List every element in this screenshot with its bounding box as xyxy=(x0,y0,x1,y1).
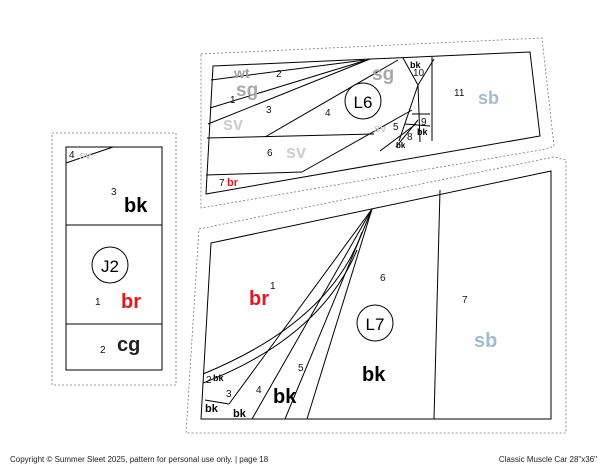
piece-number: 4 xyxy=(69,150,75,161)
piece-number: 6 xyxy=(267,148,273,159)
color-code-label: br xyxy=(249,288,269,310)
piece-number: 1 xyxy=(95,297,101,308)
color-code-label: sb xyxy=(474,330,497,352)
color-code-label: cg xyxy=(117,334,140,356)
section-label-circle xyxy=(344,82,382,120)
section-label: J2 xyxy=(101,257,119,276)
section-j2: 4 sv 3 bk J2 1 br 2 cg xyxy=(51,132,177,386)
seam-line xyxy=(204,399,230,405)
section-l6: wt 2 sg 1 3 sv 4 sg L6 bk 10 11 sb sv 5 … xyxy=(200,37,555,209)
section-l7: 1 br 6 7 sb L7 bk 5 bk 4 bk 3 bk 2 bk xyxy=(185,156,567,434)
l6-outline xyxy=(205,51,541,195)
seam-line xyxy=(417,58,435,86)
piece-number: 2 xyxy=(276,69,282,80)
seam-allowance-outline xyxy=(200,37,555,209)
section-label: L6 xyxy=(354,93,373,112)
color-code-label: bk xyxy=(273,386,297,408)
color-code-label: br xyxy=(121,291,141,313)
seam-line xyxy=(264,59,399,138)
seam-line xyxy=(301,109,413,173)
piece-number: 11 xyxy=(454,88,465,99)
section-label-circle xyxy=(91,246,129,284)
section-label-circle xyxy=(356,304,394,342)
color-code-label: br xyxy=(227,177,239,189)
section-label: L7 xyxy=(366,315,385,334)
seam-line xyxy=(306,208,373,420)
seam-line xyxy=(433,189,441,420)
color-code-label: sv xyxy=(79,150,92,162)
piece-number: 3 xyxy=(266,105,272,116)
color-code-label: wt xyxy=(233,65,250,81)
seam-allowance-outline xyxy=(185,156,567,434)
seam-line xyxy=(398,84,419,142)
seam-line xyxy=(206,133,375,139)
seam-line xyxy=(395,119,419,148)
color-code-label: sv xyxy=(286,142,306,162)
color-code-label: bk xyxy=(205,403,219,415)
seam-line xyxy=(202,249,358,384)
piece-number: 5 xyxy=(393,122,399,133)
seam-line xyxy=(209,59,368,109)
color-code-label: sg xyxy=(236,80,258,101)
piece-number: 3 xyxy=(111,187,117,198)
seam-allowance-outline xyxy=(51,132,177,386)
piece-number: 1 xyxy=(270,281,276,292)
color-code-label: bk xyxy=(410,60,421,70)
piece-number: 9 xyxy=(421,117,427,128)
piece-number: 2 xyxy=(100,345,106,356)
piece-number: 8 xyxy=(407,132,413,143)
seam-line xyxy=(404,123,431,127)
color-code-label: sv xyxy=(374,123,387,135)
piece-number: 4 xyxy=(256,385,262,396)
color-code-label: bk xyxy=(233,408,247,420)
color-code-label: bk xyxy=(417,127,428,137)
piece-number: 3 xyxy=(226,389,232,400)
seam-line xyxy=(202,231,363,375)
seam-line xyxy=(402,57,419,86)
l7-outline xyxy=(200,170,552,420)
color-code-label: bk xyxy=(124,195,148,217)
piece-number: 7 xyxy=(219,178,225,189)
seam-line xyxy=(251,208,373,420)
piece-number: 6 xyxy=(380,273,386,284)
color-code-label: sb xyxy=(478,88,499,108)
piece-number: 5 xyxy=(298,363,304,374)
color-code-label: bk xyxy=(362,364,386,386)
piece-number: 7 xyxy=(462,295,468,306)
piece-number: 1 xyxy=(230,95,236,106)
footer-copyright: Copyright © Summer Sleet 2025, pattern f… xyxy=(10,455,269,464)
piece-number: 10 xyxy=(413,68,425,79)
color-code-label: bk xyxy=(396,141,406,150)
color-code-label: sv xyxy=(223,114,243,134)
color-code-label: sg xyxy=(372,64,394,85)
seam-line xyxy=(65,146,114,164)
seam-line xyxy=(207,58,371,125)
seam-line xyxy=(379,123,417,152)
color-code-label: bk xyxy=(213,373,224,383)
seam-line xyxy=(210,59,366,81)
seam-line xyxy=(205,171,303,176)
piece-number: 2 xyxy=(206,375,212,386)
seam-line xyxy=(228,208,373,405)
piece-number: 4 xyxy=(325,108,331,119)
footer-pattern-title: Classic Muscle Car 28"x36" xyxy=(498,455,597,464)
